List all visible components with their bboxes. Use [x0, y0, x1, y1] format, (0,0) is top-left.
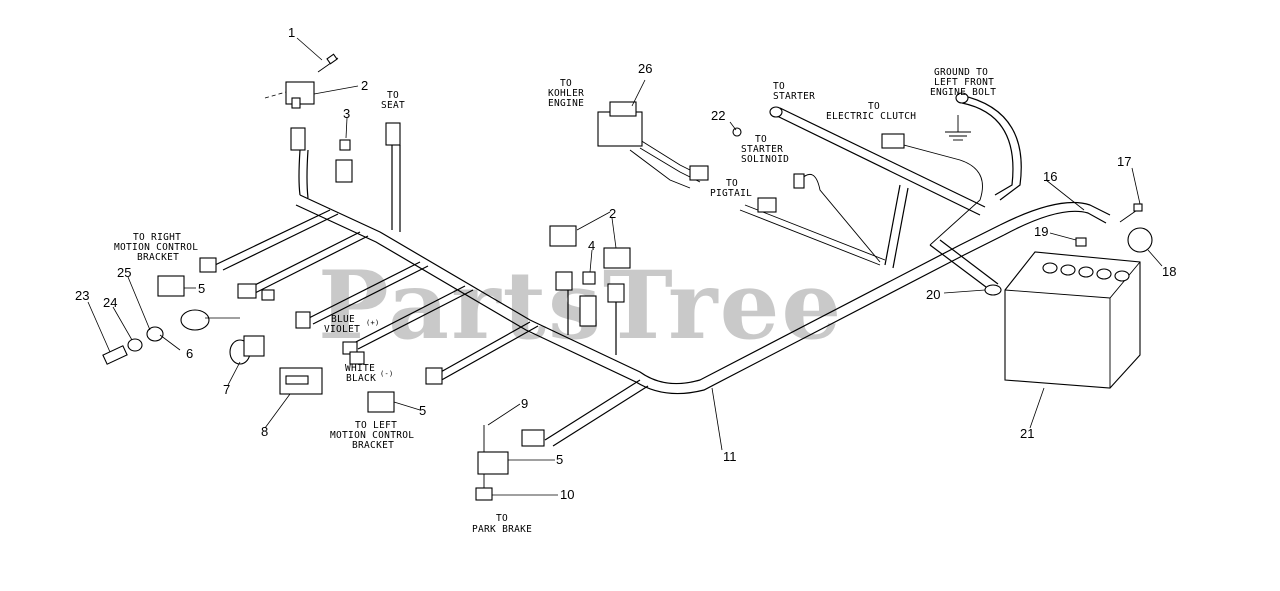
callout-26: 26 — [638, 61, 652, 76]
part-19-nut — [1075, 237, 1087, 247]
label-clutch-2: ELECTRIC CLUTCH — [826, 111, 916, 122]
ground-terminal — [945, 92, 971, 141]
label-violet: VIOLET — [324, 324, 360, 335]
callout-19: 19 — [1034, 224, 1048, 239]
label-white: WHITE — [345, 363, 375, 374]
label-ground-3: ENGINE BOLT — [930, 87, 996, 98]
label-pigtail-1: TO — [726, 178, 738, 189]
callout-25: 25 — [117, 265, 131, 280]
label-ground-2: LEFT FRONT — [934, 77, 994, 88]
label-ground-1: GROUND TO — [934, 67, 988, 78]
connector-top-left — [290, 127, 306, 151]
callout-10: 10 — [560, 487, 574, 502]
callout-20: 20 — [926, 287, 940, 302]
callout-2-top: 2 — [361, 78, 368, 93]
part-8-hourmeter — [279, 367, 323, 395]
leader-lines — [87, 37, 1163, 496]
text-labels: TO SEAT TO RIGHT MOTION CONTROL BRACKET … — [114, 67, 996, 535]
part-2-relay-top — [264, 81, 315, 109]
part-5-right-bracket-connector — [157, 257, 217, 297]
callout-8: 8 — [261, 424, 268, 439]
callout-3: 3 — [343, 106, 350, 121]
label-solenoid-2: STARTER — [741, 144, 783, 155]
callout-11: 11 — [723, 449, 737, 464]
clutch-connector — [881, 133, 905, 149]
callout-4: 4 — [588, 238, 595, 253]
connector-seat — [385, 122, 401, 146]
label-clutch-1: TO — [868, 101, 880, 112]
callout-1: 1 — [288, 25, 295, 40]
label-solenoid-1: TO — [755, 134, 767, 145]
callout-23: 23 — [75, 288, 89, 303]
callout-5-park: 5 — [556, 452, 563, 467]
label-solenoid-3: SOLINOID — [741, 154, 789, 165]
callout-16: 16 — [1043, 169, 1057, 184]
label-park-brake-2: PARK BRAKE — [472, 524, 532, 535]
part-26-engine-connector — [597, 101, 709, 181]
callout-2-middle: 2 — [609, 206, 616, 221]
label-kohler-1: TO — [560, 78, 572, 89]
label-kohler-2: KOHLER — [548, 88, 584, 99]
label-blue: BLUE — [331, 314, 355, 325]
label-starter-2: STARTER — [773, 91, 815, 102]
label-to-seat-2: SEAT — [381, 100, 405, 111]
callout-18: 18 — [1162, 264, 1176, 279]
callout-5-left: 5 — [419, 403, 426, 418]
label-left-motion-2: MOTION CONTROL — [330, 430, 414, 441]
label-right-motion-1: TO RIGHT — [133, 232, 181, 243]
label-kohler-3: ENGINE — [548, 98, 584, 109]
callout-6: 6 — [186, 346, 193, 361]
label-starter-1: TO — [773, 81, 785, 92]
callout-21: 21 — [1020, 426, 1034, 441]
part-18-cap — [1127, 227, 1153, 253]
label-left-motion-1: TO LEFT — [355, 420, 397, 431]
starter-terminal — [732, 106, 783, 137]
label-pigtail-2: PIGTAIL — [710, 188, 752, 199]
part-1-screw — [317, 53, 339, 73]
label-plus: (+) — [366, 319, 380, 327]
part-7-light — [229, 311, 311, 365]
part-21-battery — [1004, 251, 1141, 389]
part-2-relays-middle — [549, 225, 631, 327]
blue-white-wires — [342, 341, 365, 365]
pigtail-connector — [757, 197, 777, 213]
part-20-terminal — [984, 284, 1002, 296]
label-right-motion-3: BRACKET — [137, 252, 179, 263]
park-brake-switch — [475, 425, 545, 501]
label-minus: (-) — [380, 370, 394, 378]
label-park-brake-1: TO — [496, 513, 508, 524]
label-left-motion-3: BRACKET — [352, 440, 394, 451]
callout-22: 22 — [711, 108, 725, 123]
part-17-bolt — [1119, 203, 1143, 223]
callout-5-right: 5 — [198, 281, 205, 296]
callout-7: 7 — [223, 382, 230, 397]
callout-17: 17 — [1117, 154, 1131, 169]
callout-9: 9 — [521, 396, 528, 411]
label-to-seat-1: TO — [387, 90, 399, 101]
label-black: BLACK — [346, 373, 376, 384]
label-right-motion-2: MOTION CONTROL — [114, 242, 198, 253]
part-5-left-bracket-connector — [367, 367, 443, 413]
callout-24: 24 — [103, 295, 117, 310]
part-3-connector — [335, 139, 353, 183]
solenoid-connector — [793, 173, 805, 189]
part-25-6-switch — [102, 283, 275, 365]
callout-numbers: 1 2 3 2 4 5 5 5 6 7 8 9 10 11 16 17 18 1… — [75, 25, 1176, 502]
